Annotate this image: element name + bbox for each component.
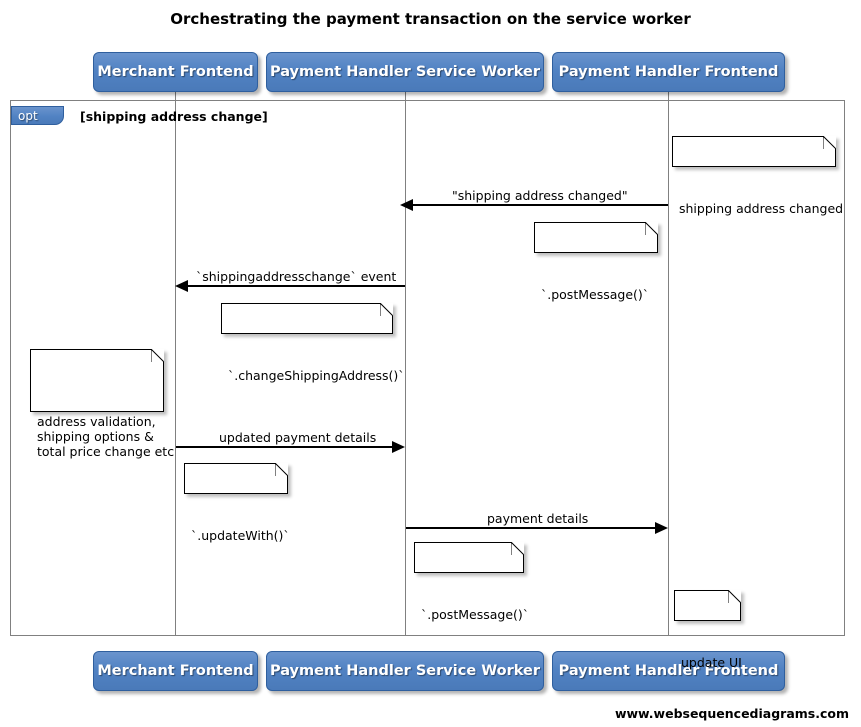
participant-label: Payment Handler Frontend <box>558 63 779 80</box>
participant-merchant-frontend-top[interactable]: Merchant Frontend <box>93 52 258 92</box>
note-fold-cover <box>511 542 524 555</box>
arrow-head-payment-details <box>655 522 668 534</box>
note-text: update UI <box>681 655 742 670</box>
message-label-shipping-address-changed: "shipping address changed" <box>452 188 628 203</box>
page-title: Orchestrating the payment transaction on… <box>170 10 691 28</box>
note-update-ui: update UI <box>674 590 742 670</box>
opt-fragment-guard: [shipping address change] <box>80 109 268 124</box>
note-fold-cover <box>728 590 741 603</box>
lifeline-payment-handler-service-worker <box>405 92 406 636</box>
message-line-payment-details <box>406 527 655 529</box>
participant-payment-handler-service-worker-bottom[interactable]: Payment Handler Service Worker <box>266 651 544 691</box>
note-text: `.postMessage()` <box>541 287 650 302</box>
note-post-message-1: `.postMessage()` <box>534 222 658 302</box>
message-line-shippingaddresschange-event <box>187 285 405 287</box>
note-change-shipping-address: `.changeShippingAddress()` <box>221 303 405 383</box>
message-label-updated-payment-details: updated payment details <box>219 430 377 445</box>
message-line-updated-payment-details <box>176 446 392 448</box>
note-text: shipping address changed <box>679 201 844 216</box>
participant-payment-handler-frontend-bottom[interactable]: Payment Handler Frontend <box>552 651 785 691</box>
message-line-shipping-address-changed <box>412 204 668 206</box>
note-text: `.updateWith()` <box>191 528 290 543</box>
note-update-with: `.updateWith()` <box>184 463 290 543</box>
opt-fragment-tab-label: opt <box>18 108 38 123</box>
participant-payment-handler-frontend-top[interactable]: Payment Handler Frontend <box>552 52 785 92</box>
arrow-head-shipping-address-changed <box>400 199 413 211</box>
message-label-shippingaddresschange-event: `shippingaddresschange` event <box>196 269 397 284</box>
note-text: address validation, shipping options & t… <box>37 414 175 459</box>
participant-label: Payment Handler Service Worker <box>269 63 541 80</box>
message-label-payment-details: payment details <box>487 511 589 526</box>
note-address-validation: address validation, shipping options & t… <box>30 349 174 459</box>
participant-label: Payment Handler Frontend <box>558 662 779 679</box>
participant-merchant-frontend-bottom[interactable]: Merchant Frontend <box>93 651 258 691</box>
note-fold-cover <box>645 222 658 235</box>
opt-fragment-tab: opt <box>11 106 64 125</box>
participant-label: Payment Handler Service Worker <box>269 662 541 679</box>
note-shipping-address-changed: shipping address changed <box>672 136 843 216</box>
arrow-head-shippingaddresschange-event <box>175 280 188 292</box>
watermark: www.websequencediagrams.com <box>614 706 849 721</box>
participant-label: Merchant Frontend <box>97 662 254 679</box>
note-text: `.postMessage()` <box>421 607 530 622</box>
note-fold-cover <box>151 349 164 362</box>
note-text: `.changeShippingAddress()` <box>228 368 405 383</box>
note-fold-cover <box>823 136 836 149</box>
participant-label: Merchant Frontend <box>97 63 254 80</box>
lifeline-merchant-frontend <box>175 92 176 636</box>
note-post-message-2: `.postMessage()` <box>414 542 529 622</box>
note-fold-cover <box>275 463 288 476</box>
opt-fragment-frame <box>10 100 845 636</box>
lifeline-payment-handler-frontend <box>668 92 669 636</box>
note-fold-cover <box>380 303 393 316</box>
arrow-head-updated-payment-details <box>392 441 405 453</box>
participant-payment-handler-service-worker-top[interactable]: Payment Handler Service Worker <box>266 52 544 92</box>
